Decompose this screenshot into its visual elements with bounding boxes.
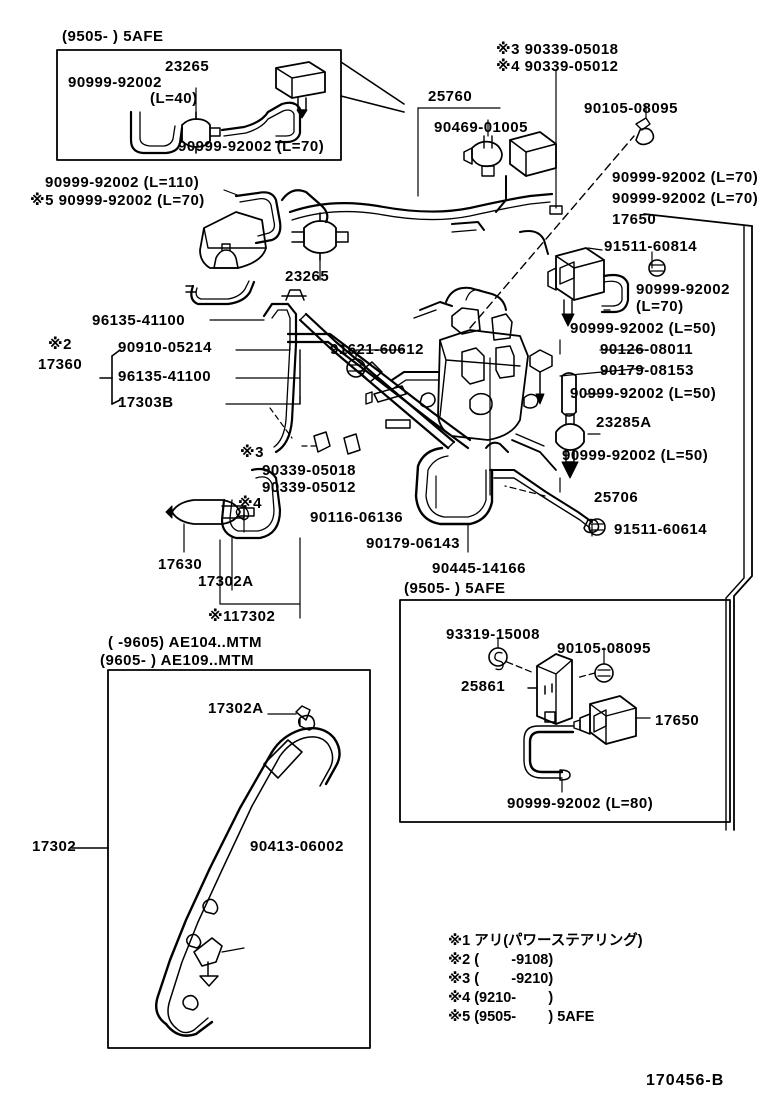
inset-br-vsv-label: 17650 [655, 712, 700, 729]
label-filter-17630: 17630 [158, 556, 203, 573]
label-hose-90999-l110: 90999-92002 (L=110) [45, 174, 200, 191]
legend-row-5: ※5 (9505- ) 5AFE [448, 1009, 595, 1025]
inset-bl-header-line1: ( -9605) AE104..MTM [108, 634, 262, 651]
label-hose-90999-l50-c: 90999-92002 (L=50) [562, 447, 709, 464]
label-washer-90179-06143: 90179-06143 [366, 535, 460, 552]
inset-br-hose-l80-label: 90999-92002 (L=80) [507, 795, 654, 812]
label-screw-90339-05018: ※3 90339-05018 [496, 41, 619, 58]
inset-br-bolt-label: 90105-08095 [557, 640, 651, 657]
label-clip-90910-05214: 90910-05214 [118, 339, 212, 356]
label-screw-90339-05012: ※4 90339-05012 [496, 58, 619, 75]
legend-notes: ※1 アリ(パワーステアリング) ※2 ( -9108) ※3 ( -9210)… [448, 932, 643, 1027]
label-hose-90999-l70-c-length: (L=70) [636, 298, 684, 315]
inset-br-clip-label: 93319-15008 [446, 626, 540, 643]
label-screw-90339-05018-main: 90339-05018 [262, 462, 356, 479]
label-bolt-91621-60612: 91621-60612 [330, 341, 424, 358]
diagram-code: 170456-B [646, 1072, 725, 1089]
label-vsv-17650: 17650 [612, 211, 657, 228]
label-hose-17302a: 17302A [198, 573, 254, 590]
inset-top-header: (9505- ) 5AFE [62, 28, 164, 45]
label-pipe-17303b: 17303B [118, 394, 174, 411]
label-note-4: ※4 [238, 495, 262, 512]
label-hose-90999-l70-c: 90999-92002 [636, 281, 730, 298]
label-screw-90339-05012-main: 90339-05012 [262, 479, 356, 496]
label-bolt-90105-08095: 90105-08095 [584, 100, 678, 117]
label-washer-90179-08153: 90179-08153 [600, 362, 694, 379]
inset-top-valve-label: 23265 [165, 58, 210, 75]
label-valve-23285a: 23285A [596, 414, 652, 431]
label-bolt-90126-08011: 90126-08011 [600, 341, 694, 358]
label-note-3: ※3 [240, 444, 264, 461]
label-note-2: ※2 [48, 336, 72, 353]
label-hose-90999-l70-note5: ※5 90999-92002 (L=70) [30, 192, 205, 209]
label-bolt-91511-60614: 91511-60614 [614, 521, 708, 538]
inset-br-bracket-label: 25861 [461, 678, 506, 695]
label-bolt-91511-60814: 91511-60814 [604, 238, 698, 255]
label-valve-23265: 23265 [285, 268, 330, 285]
label-hose-90999-l50-a: 90999-92002 (L=50) [570, 320, 717, 337]
label-pipe-25706: 25706 [594, 489, 639, 506]
inset-bl-header-line2: (9605- ) AE109..MTM [100, 652, 254, 669]
inset-bl-hose-label: 17302A [208, 700, 264, 717]
inset-br-header: (9505- ) 5AFE [404, 580, 506, 597]
label-gasket-96135-41100-a: 96135-41100 [92, 312, 186, 329]
label-note1-17302: ※117302 [208, 608, 276, 625]
label-clip-90469-01005: 90469-01005 [434, 119, 528, 136]
legend-row-3: ※3 ( -9210) [448, 971, 554, 987]
inset-bl-clamp-label: 90413-06002 [250, 838, 344, 855]
label-hose-90999-l70-a: 90999-92002 (L=70) [612, 169, 759, 186]
label-hose-90445-14166: 90445-14166 [432, 560, 526, 577]
inset-top-hose-l40-label: 90999-92002 [68, 74, 162, 91]
label-assy-17360: 17360 [38, 356, 83, 373]
label-bolt-90116-06136: 90116-06136 [310, 509, 404, 526]
label-canister-25760: 25760 [428, 88, 473, 105]
legend-row-1: ※1 アリ(パワーステアリング) [448, 933, 643, 949]
inset-top-hose-l40-length: (L=40) [150, 90, 198, 107]
inset-top-hose-l70-label: 90999-92002 (L=70) [178, 138, 325, 155]
label-gasket-96135-41100-b: 96135-41100 [118, 368, 212, 385]
legend-row-4: ※4 (9210- ) [448, 990, 554, 1006]
label-hose-90999-l70-b: 90999-92002 (L=70) [612, 190, 759, 207]
legend-row-2: ※2 ( -9108) [448, 952, 554, 968]
inset-bl-assy-label: 17302 [32, 838, 77, 855]
label-hose-90999-l50-b: 90999-92002 (L=50) [570, 385, 717, 402]
